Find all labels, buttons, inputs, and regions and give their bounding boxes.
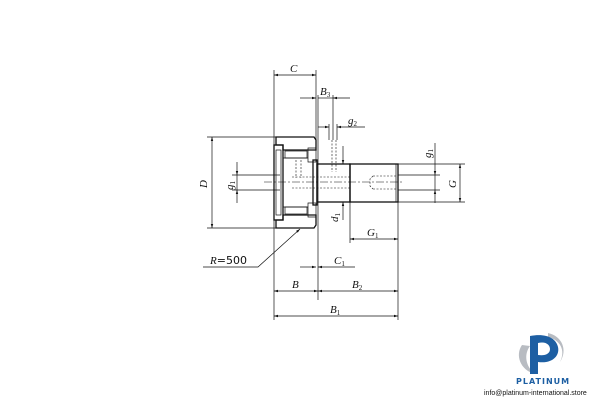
label-B2: B2 xyxy=(352,279,363,292)
label-G1: G1 xyxy=(367,227,379,240)
label-C1: C1 xyxy=(334,255,345,268)
bearing-outer-ring xyxy=(275,136,317,229)
dimension-lines xyxy=(203,73,462,318)
platinum-logo: PLATINUM info@platinum-international.sto… xyxy=(484,333,587,397)
label-B: B xyxy=(292,279,299,291)
dimension-labels: C B3 g2 D g1 g1 G d1 G1 R=500 C1 B B2 B1 xyxy=(198,63,459,317)
rollers xyxy=(283,150,308,215)
label-C: C xyxy=(290,63,298,75)
label-g1-left: g1 xyxy=(224,181,237,191)
bearing-seal xyxy=(307,147,318,218)
stud xyxy=(264,140,404,203)
label-B1: B1 xyxy=(330,304,341,317)
label-g2: g2 xyxy=(348,115,358,128)
label-G: G xyxy=(447,180,459,188)
label-B3: B3 xyxy=(320,86,331,99)
radius-leader xyxy=(203,228,301,268)
brand-name: PLATINUM xyxy=(516,377,570,386)
extension-lines xyxy=(207,70,465,320)
contact-email: info@platinum-international.store xyxy=(484,390,587,397)
label-R: R=500 xyxy=(209,254,247,267)
bearing-side-flange xyxy=(273,144,284,221)
label-D: D xyxy=(198,180,210,189)
label-g1-right: g1 xyxy=(422,149,435,159)
label-d1: d1 xyxy=(329,213,342,223)
